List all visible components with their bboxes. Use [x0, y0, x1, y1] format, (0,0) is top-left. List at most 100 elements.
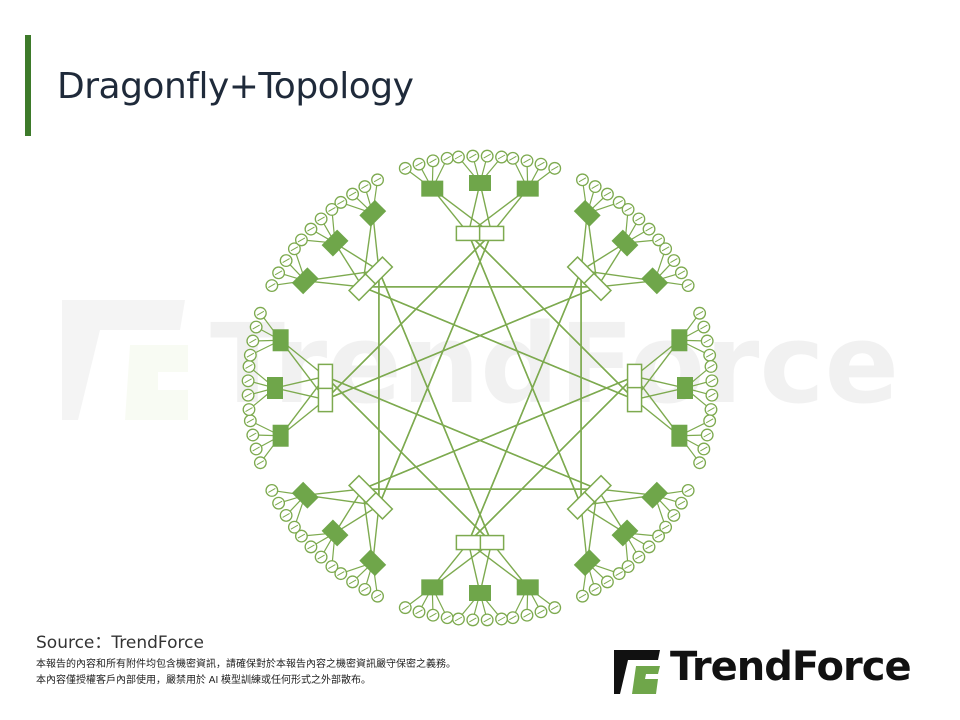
- global-link: [362, 375, 635, 490]
- endpoint-hatch: [523, 612, 531, 618]
- endpoint-hatch: [282, 258, 290, 264]
- leaf-switch: [516, 579, 539, 596]
- group-3: [241, 306, 334, 470]
- endpoint-hatch: [483, 153, 491, 159]
- endpoint-hatch: [591, 184, 599, 190]
- endpoint-hatch: [523, 158, 531, 164]
- leaf-switch: [469, 175, 491, 191]
- global-link: [324, 375, 493, 544]
- spine-switch: [317, 386, 334, 413]
- leaf-switch: [611, 229, 639, 257]
- endpoint-hatch: [654, 237, 663, 243]
- endpoint-hatch: [290, 246, 299, 252]
- leaf-switch: [573, 199, 601, 227]
- endpoint-hatch: [328, 564, 336, 570]
- endpoint-hatch: [373, 593, 382, 599]
- endpoint-hatch: [373, 177, 382, 183]
- endpoint-hatch: [244, 378, 252, 384]
- spine-leaf-link: [334, 242, 380, 272]
- endpoint-hatch: [274, 500, 283, 506]
- endpoint-hatch: [550, 605, 559, 611]
- leaf-switch: [272, 424, 289, 447]
- endpoint-hatch: [246, 352, 255, 358]
- leaf-switch: [421, 180, 444, 197]
- nodes-layer: [241, 149, 719, 627]
- spine-leaf-link: [479, 182, 493, 234]
- endpoint-hatch: [337, 199, 345, 205]
- endpoint-hatch: [603, 579, 612, 585]
- leaf-switch: [321, 229, 349, 257]
- spine-leaf-link: [634, 387, 686, 401]
- endpoint-hatch: [703, 338, 711, 344]
- endpoint-hatch: [684, 283, 692, 288]
- leaf-switch: [421, 579, 444, 596]
- endpoint-hatch: [244, 392, 252, 398]
- group-8: [566, 474, 695, 603]
- spine-switch: [478, 534, 505, 551]
- endpoint-hatch: [337, 571, 345, 577]
- endpoint-hatch: [509, 155, 517, 161]
- endpoint-hatch: [252, 324, 260, 330]
- endpoint-hatch: [645, 544, 653, 550]
- endpoint-hatch: [578, 177, 587, 183]
- spine-leaf-link: [334, 488, 364, 534]
- endpoint-hatch: [705, 352, 714, 358]
- leaf-switch: [272, 329, 289, 352]
- endpoint-hatch: [677, 270, 686, 276]
- global-link: [378, 270, 493, 543]
- endpoint-hatch: [645, 226, 653, 232]
- endpoint-hatch: [348, 191, 357, 197]
- endpoint-hatch: [624, 564, 632, 570]
- leaf-switch: [359, 549, 387, 577]
- spine-switch: [347, 474, 377, 504]
- group-2: [265, 474, 394, 603]
- spine-leaf-link: [334, 504, 380, 534]
- group-7: [626, 306, 719, 470]
- endpoint-hatch: [454, 154, 463, 160]
- endpoint-hatch: [274, 270, 283, 276]
- spine-switch: [455, 225, 482, 242]
- spine-switch: [566, 491, 596, 521]
- leaf-switch: [611, 519, 639, 547]
- endpoint-hatch: [454, 616, 463, 622]
- endpoint-hatch: [469, 153, 477, 159]
- endpoint-hatch: [245, 364, 253, 369]
- endpoint-hatch: [290, 524, 299, 530]
- spine-leaf-link: [467, 182, 481, 234]
- endpoint-hatch: [635, 554, 643, 560]
- endpoint-hatch: [297, 533, 306, 539]
- endpoint-hatch: [684, 488, 692, 493]
- spine-leaf-link: [467, 542, 481, 594]
- endpoint-hatch: [307, 544, 315, 550]
- endpoint-hatch: [550, 165, 559, 171]
- spine-switch: [317, 363, 334, 390]
- spine-switch: [583, 272, 613, 302]
- endpoint-hatch: [700, 324, 708, 330]
- endpoint-hatch: [615, 571, 623, 577]
- global-link: [467, 270, 582, 543]
- logo-text: TrendForce: [670, 644, 912, 690]
- endpoint-hatch: [249, 432, 257, 438]
- leaf-switch: [671, 424, 688, 447]
- endpoint-hatch: [635, 216, 643, 222]
- disclaimer-line-2: 本內容僅授權客戶內部使用，嚴禁用於 AI 模型訓練或任何形式之外部散布。: [36, 675, 372, 686]
- endpoint-hatch: [401, 605, 410, 611]
- endpoint-hatch: [695, 310, 704, 316]
- disclaimer-line-1: 本報告的內容和所有附件均包含機密資訊，請確保對於本報告內容之機密資訊嚴守保密之義…: [36, 659, 456, 670]
- endpoint-hatch: [415, 161, 423, 167]
- spine-leaf-link: [274, 387, 326, 401]
- leaf-switch: [641, 267, 669, 295]
- spine-leaf-link: [596, 488, 626, 534]
- endpoint-hatch: [469, 617, 477, 623]
- global-link: [467, 232, 636, 401]
- endpoint-hatch: [537, 161, 545, 167]
- global-link: [467, 233, 582, 506]
- group-1: [398, 534, 562, 627]
- leaf-switch: [267, 377, 283, 399]
- endpoint-hatch: [603, 191, 612, 197]
- endpoint-hatch: [670, 258, 678, 264]
- global-link: [467, 375, 636, 544]
- endpoint-hatch: [707, 407, 715, 412]
- endpoint-hatch: [429, 158, 437, 164]
